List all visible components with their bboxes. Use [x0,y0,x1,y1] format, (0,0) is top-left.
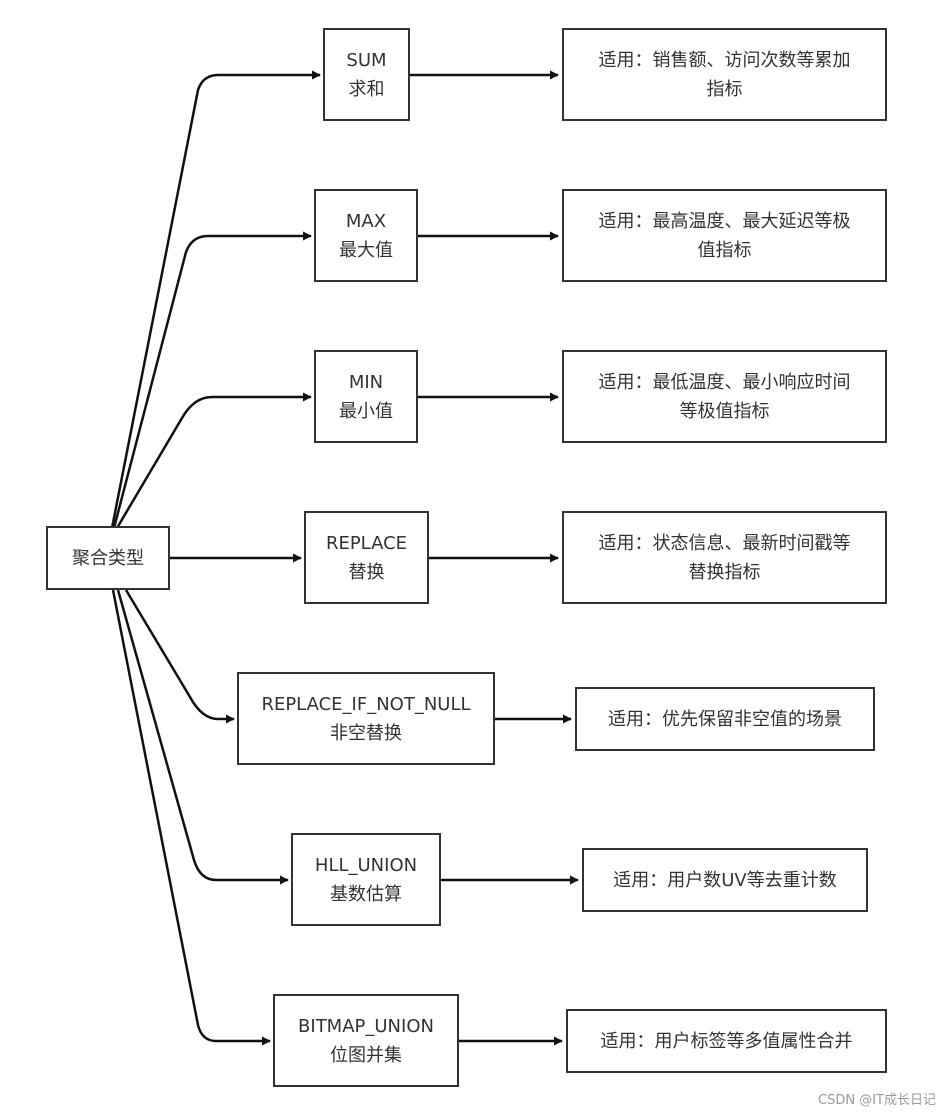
usage-text-line1: 适用：最低温度、最小响应时间 [598,371,851,393]
type-desc: 求和 [348,78,385,100]
type-name: HLL_UNION [314,854,418,876]
usage-node-replace-if-not-null: 适用：优先保留非空值的场景 [575,687,875,751]
usage-text-line2: 指标 [706,78,743,100]
usage-text-line2: 等极值指标 [679,400,770,422]
usage-text-line1: 适用：状态信息、最新时间戳等 [598,532,851,554]
type-desc: 最大值 [339,239,393,261]
type-node-min: MIN 最小值 [314,350,418,443]
usage-text-line1: 适用：最高温度、最大延迟等极 [598,210,851,232]
usage-text-line1: 适用：用户数UV等去重计数 [613,869,837,891]
usage-text-line1: 适用：优先保留非空值的场景 [608,708,842,730]
usage-node-min: 适用：最低温度、最小响应时间 等极值指标 [562,350,887,443]
usage-text-line1: 适用：用户标签等多值属性合并 [600,1030,853,1052]
edge-root-to-bitmap-union [111,589,271,1046]
usage-text-line1: 适用：销售额、访问次数等累加 [598,49,851,71]
type-node-replace-if-not-null: REPLACE_IF_NOT_NULL 非空替换 [237,672,495,765]
usage-node-bitmap-union: 适用：用户标签等多值属性合并 [566,1009,887,1073]
type-name: MIN [348,371,384,393]
type-name: SUM [346,49,387,71]
type-node-max: MAX 最大值 [314,189,418,282]
usage-node-hll-union: 适用：用户数UV等去重计数 [582,848,868,912]
edge-root-to-replace-if-not-null [124,589,235,724]
type-name: BITMAP_UNION [298,1015,434,1037]
root-label: 聚合类型 [72,547,144,569]
root-node: 聚合类型 [46,526,170,590]
usage-text-line2: 替换指标 [688,561,761,583]
type-desc: 最小值 [339,400,393,422]
type-desc: 替换 [348,561,385,583]
usage-text-line2: 值指标 [697,239,752,261]
edge-root-to-max [112,231,312,529]
edge-root-to-sum [110,70,321,529]
usage-node-sum: 适用：销售额、访问次数等累加 指标 [562,28,887,121]
type-desc: 基数估算 [330,883,402,905]
type-desc: 非空替换 [330,722,402,744]
edge-root-to-min [115,392,312,529]
type-name: REPLACE [325,532,408,554]
type-node-sum: SUM 求和 [323,28,410,121]
usage-node-max: 适用：最高温度、最大延迟等极 值指标 [562,189,887,282]
type-name: REPLACE_IF_NOT_NULL [261,693,471,715]
type-node-hll-union: HLL_UNION 基数估算 [291,833,441,926]
type-desc: 位图并集 [330,1044,402,1066]
watermark: CSDN @IT成长日记 [818,1093,936,1108]
usage-node-replace: 适用：状态信息、最新时间戳等 替换指标 [562,511,887,604]
type-name: MAX [345,210,387,232]
type-node-bitmap-union: BITMAP_UNION 位图并集 [273,994,459,1087]
type-node-replace: REPLACE 替换 [304,511,429,604]
edge-root-to-hll-union [116,589,289,885]
